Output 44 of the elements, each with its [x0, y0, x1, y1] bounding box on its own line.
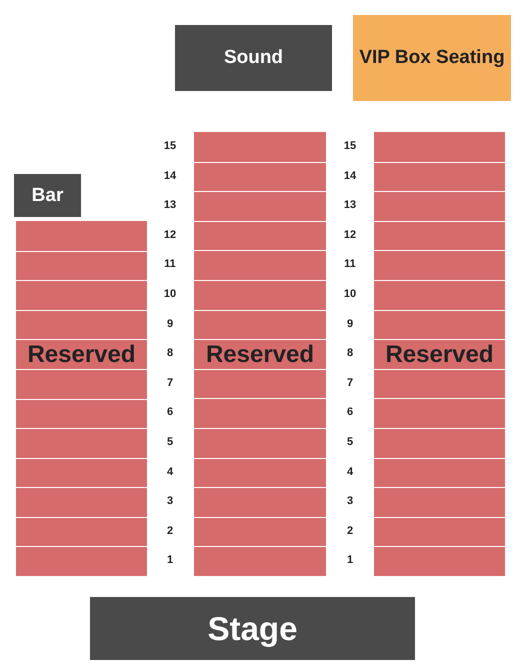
vip-box-seating-area	[353, 15, 511, 101]
stage	[90, 597, 415, 660]
area-label: Bar	[30, 184, 64, 208]
row-number: 8	[166, 347, 174, 360]
row-number: 10	[162, 288, 178, 300]
bar-area	[14, 174, 81, 217]
seating-section	[194, 132, 326, 576]
row-number: 12	[342, 228, 358, 241]
row-number: 1	[346, 554, 354, 566]
seating-section	[16, 221, 147, 576]
row-number: 5	[346, 436, 354, 448]
row-number: 15	[162, 140, 178, 152]
row-number: 7	[346, 376, 354, 389]
row-number: 10	[342, 288, 358, 300]
row-number: 4	[346, 466, 354, 478]
row-number: 14	[342, 170, 358, 182]
stage-label: Stage	[206, 608, 298, 649]
row-number: 6	[346, 406, 354, 418]
row-number: 11	[343, 258, 357, 270]
row-number: 9	[346, 318, 354, 330]
row-number: 2	[166, 524, 174, 537]
section-label: Reserved	[26, 340, 137, 370]
row-number: 13	[162, 199, 178, 212]
section-label: Reserved	[384, 340, 495, 370]
sound-booth	[175, 25, 332, 91]
row-number: 7	[166, 376, 174, 389]
section-label: Reserved	[204, 340, 316, 370]
seating-section	[374, 132, 505, 576]
row-number: 15	[342, 140, 358, 152]
row-number: 3	[166, 495, 174, 508]
row-number: 3	[346, 495, 354, 508]
section-label: VIP Box Seating	[358, 46, 506, 70]
row-number: 6	[166, 406, 174, 418]
row-number: 11	[163, 258, 177, 270]
row-number: 2	[346, 524, 354, 537]
row-number: 4	[166, 466, 174, 478]
row-number: 9	[166, 318, 174, 330]
row-number: 5	[166, 436, 174, 448]
row-number: 14	[162, 170, 178, 182]
row-number: 8	[346, 347, 354, 360]
booth-label: Sound	[222, 46, 284, 70]
row-number: 12	[162, 228, 178, 241]
row-number: 1	[166, 554, 174, 566]
row-number: 13	[342, 199, 358, 212]
